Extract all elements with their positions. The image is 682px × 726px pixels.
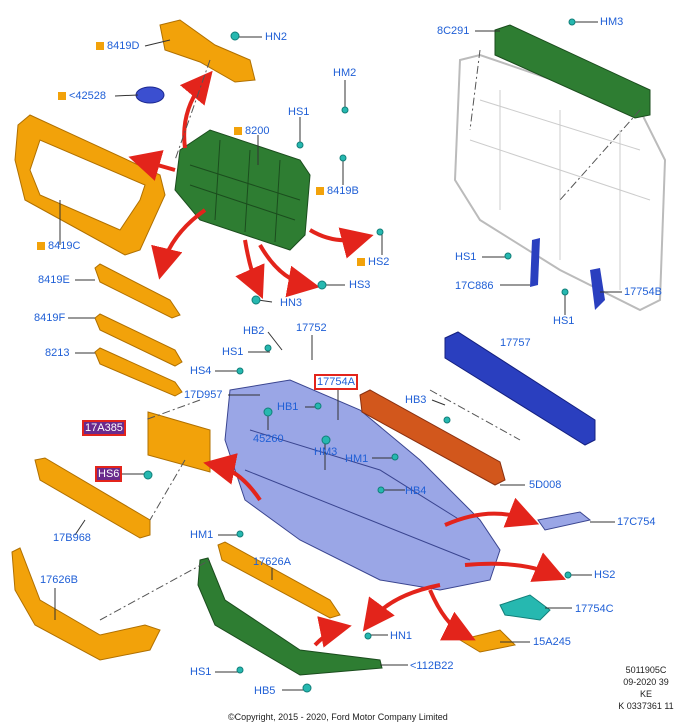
- label-42528: <42528: [58, 90, 106, 102]
- bracket-17754B: [590, 268, 605, 310]
- label-17D957: 17D957: [184, 389, 223, 401]
- label-17A385: 17A385: [82, 420, 126, 436]
- label-HS3: HS3: [349, 279, 371, 291]
- label-HN2: HN2: [265, 31, 288, 43]
- label-HB4: HB4: [405, 485, 427, 497]
- grille-trim-8419E: [94, 263, 181, 319]
- label-HS4: HS4: [190, 365, 212, 377]
- label-17C886: 17C886: [455, 280, 494, 292]
- lower-strip-17626B: [11, 547, 161, 661]
- label-17B968: 17B968: [53, 532, 91, 544]
- shield-8C291: [494, 24, 651, 119]
- stamp-line-2: 09-2020 39: [623, 677, 669, 687]
- label-15A245: 15A245: [533, 636, 571, 648]
- stamp-line-4: K 0337361 11: [618, 701, 674, 711]
- bumper-beam-17757: [444, 331, 596, 446]
- label-8419B: 8419B: [316, 185, 359, 197]
- stamp-line-1: 5011905C: [625, 665, 667, 675]
- ford-emblem-42528: [135, 86, 165, 104]
- label-8419E: 8419E: [38, 274, 70, 286]
- bracket-17754C: [499, 594, 551, 621]
- diagram-stamp: 5011905C 09-2020 39 KE K 0337361 11: [614, 664, 678, 712]
- label-17754B: 17754B: [624, 286, 662, 298]
- label-8200: 8200: [234, 125, 269, 137]
- grille-trim-8213: [94, 347, 183, 397]
- skid-plate-112B22: [197, 557, 383, 676]
- label-17754C: 17754C: [575, 603, 614, 615]
- label-8C291: 8C291: [437, 25, 470, 37]
- label-HB5: HB5: [254, 685, 276, 697]
- label-17752: 17752: [296, 322, 327, 334]
- label-HN3: HN3: [280, 297, 303, 309]
- label-17754A: 17754A: [314, 374, 358, 390]
- label-HS1-top: HS1: [288, 106, 310, 118]
- label-HM3-top: HM3: [600, 16, 624, 28]
- label-HS1-right: HS1: [455, 251, 477, 263]
- grille-trim-8419F: [94, 313, 183, 367]
- plate-bracket-17A385: [147, 411, 211, 473]
- strip-17626A: [217, 541, 341, 619]
- label-5D008: 5D008: [529, 479, 562, 491]
- label-HS1-bottom: HS1: [190, 666, 212, 678]
- label-8419C: 8419C: [37, 240, 80, 252]
- grille-8200: [174, 129, 311, 251]
- label-HM3-mid: HM3: [314, 446, 338, 458]
- label-112B22: <112B22: [410, 660, 454, 672]
- stamp-line-3: KE: [639, 689, 652, 699]
- label-HM2: HM2: [333, 67, 357, 79]
- label-8419F: 8419F: [34, 312, 66, 324]
- label-HS2-top: HS2: [357, 256, 389, 268]
- bracket-17C886: [530, 238, 540, 287]
- label-HS1-mid: HS1: [222, 346, 244, 358]
- label-17626A: 17626A: [253, 556, 291, 568]
- label-17C754: 17C754: [617, 516, 656, 528]
- label-HS6: HS6: [94, 466, 123, 482]
- grille-frame-8419C: [14, 114, 166, 256]
- label-HN1: HN1: [390, 630, 413, 642]
- label-17757: 17757: [500, 337, 531, 349]
- absorber-5D008: [359, 389, 506, 486]
- label-8213: 8213: [45, 347, 70, 359]
- label-HB3: HB3: [405, 394, 427, 406]
- label-HS1-right2: HS1: [553, 315, 575, 327]
- bumper-cover: [224, 379, 501, 591]
- copyright-text: ©Copyright, 2015 - 2020, Ford Motor Comp…: [228, 712, 448, 722]
- label-8419D: 8419D: [96, 40, 139, 52]
- upper-grille-bar-8419D: [159, 19, 256, 83]
- label-HS2-bottom: HS2: [594, 569, 616, 581]
- label-17626B: 17626B: [40, 574, 78, 586]
- label-HM1-left: HM1: [190, 529, 214, 541]
- label-HM1-mid: HM1: [345, 453, 369, 465]
- trim-17C754: [537, 511, 592, 531]
- lower-grille-17B968: [34, 457, 151, 539]
- label-HB2: HB2: [243, 325, 265, 337]
- label-45260: 45260: [253, 433, 284, 445]
- fog-bezel-15A245: [458, 629, 517, 653]
- label-HB1: HB1: [277, 401, 299, 413]
